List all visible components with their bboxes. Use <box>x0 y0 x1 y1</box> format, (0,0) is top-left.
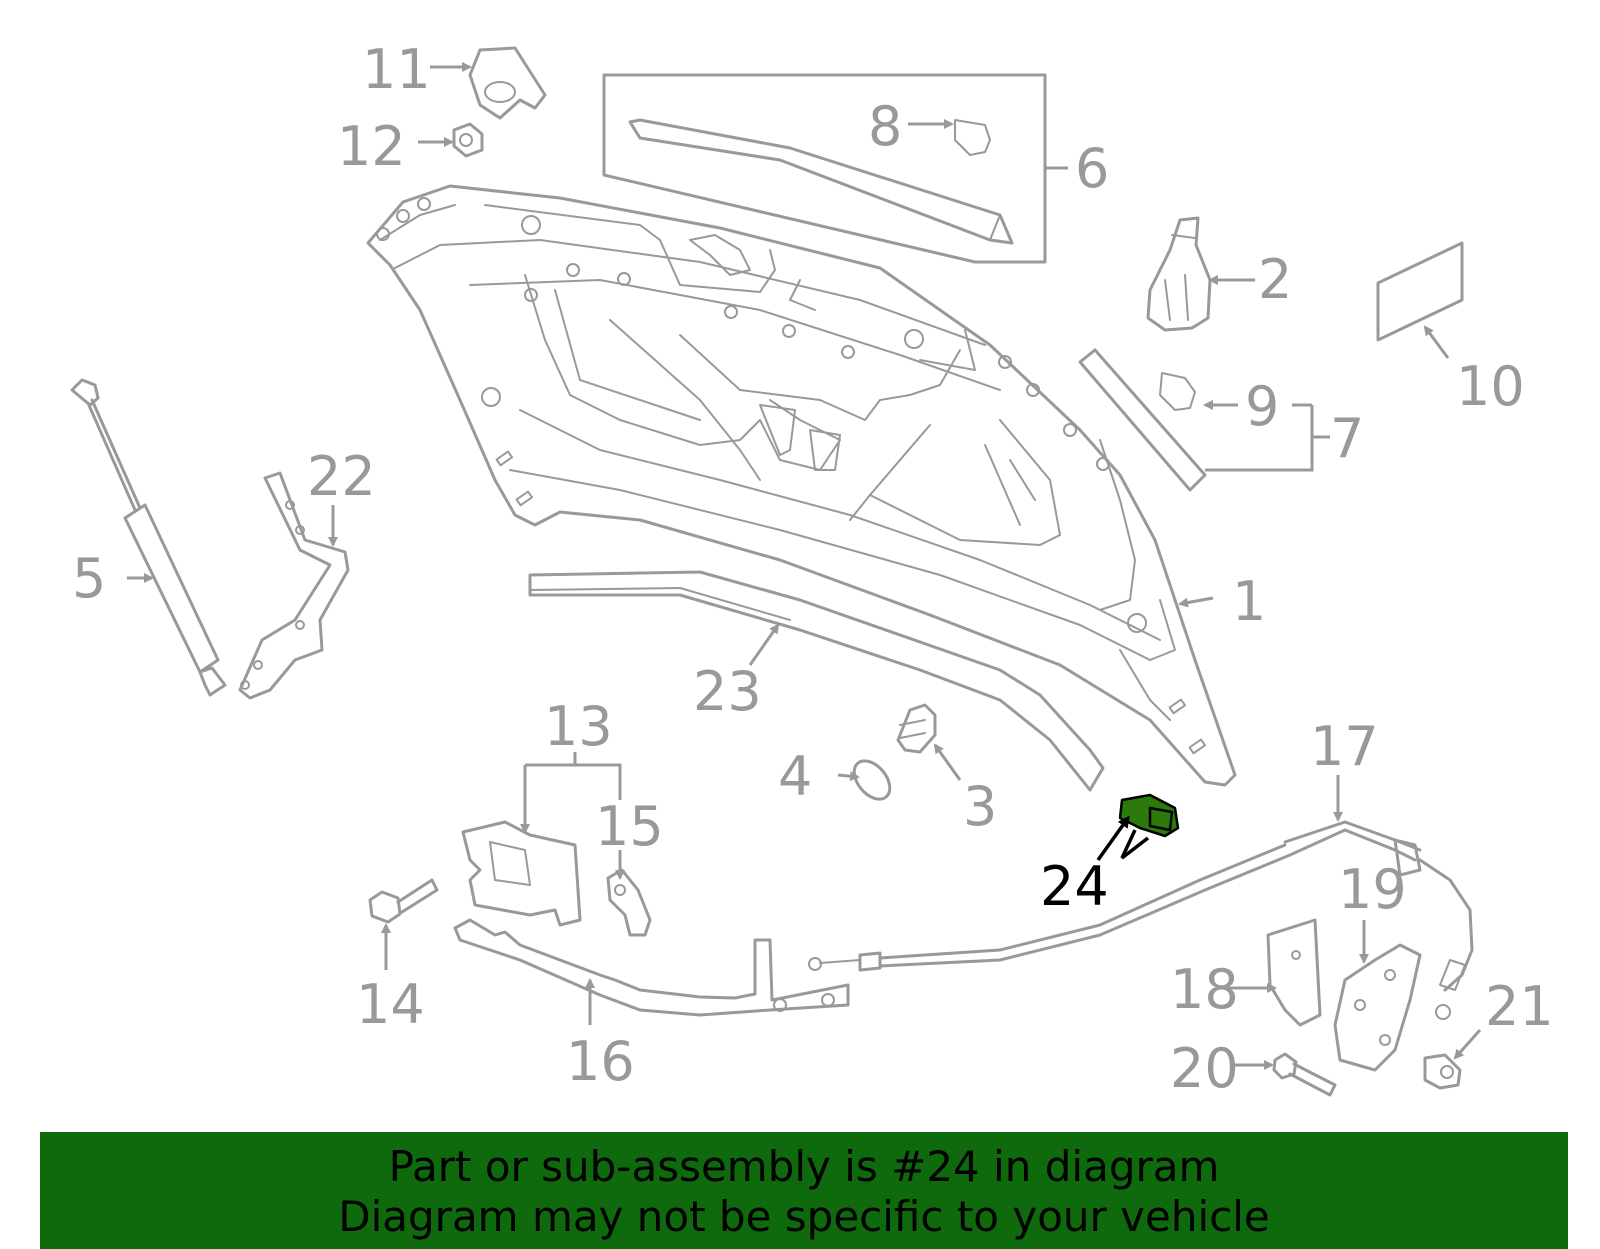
callout-23: 23 <box>693 660 762 723</box>
latch-screw <box>1272 1052 1337 1097</box>
banner-line-2: Diagram may not be specific to your vehi… <box>338 1192 1270 1241</box>
callout-14: 14 <box>356 973 425 1036</box>
callout-7: 7 <box>1330 407 1364 470</box>
hood-grommet <box>896 703 937 754</box>
o-ring <box>852 759 892 801</box>
callout-6: 6 <box>1075 137 1109 200</box>
callout-19: 19 <box>1338 858 1407 921</box>
callout-16: 16 <box>566 1030 635 1093</box>
banner-line-1: Part or sub-assembly is #24 in diagram <box>388 1142 1220 1191</box>
callout-3: 3 <box>963 775 997 838</box>
latch-bolt <box>368 878 439 924</box>
callout-22: 22 <box>307 445 376 508</box>
release-cable <box>808 820 1474 1020</box>
parts-diagram: 1 2 3 4 5 6 7 8 9 10 11 12 13 14 15 16 1… <box>70 38 1554 1100</box>
callout-18: 18 <box>1170 958 1239 1021</box>
release-lever <box>453 918 850 1017</box>
callout-21: 21 <box>1485 975 1554 1038</box>
gas-strut <box>70 378 227 697</box>
latch-striker-plate <box>1266 918 1322 1027</box>
callout-12: 12 <box>337 115 406 178</box>
callout-15: 15 <box>595 795 664 858</box>
callout-leaders <box>127 62 1482 1070</box>
hood-seal <box>528 570 1105 792</box>
hood-stop-highlighted <box>1118 793 1180 860</box>
weatherstrip-kit-box <box>602 73 1068 264</box>
weatherstrip-side <box>1078 348 1330 492</box>
hood-hinge <box>238 471 350 700</box>
latch-assembly <box>1333 943 1422 1072</box>
callout-1: 1 <box>1232 570 1266 633</box>
hood-panel <box>366 184 1237 787</box>
hood-label <box>1376 241 1464 342</box>
callout-8: 8 <box>868 95 902 158</box>
callout-labels: 1 2 3 4 5 6 7 8 9 10 11 12 13 14 15 16 1… <box>72 38 1554 1100</box>
callout-20: 20 <box>1170 1037 1239 1100</box>
info-banner: Part or sub-assembly is #24 in diagram D… <box>40 1132 1568 1249</box>
hood-latch <box>461 752 622 927</box>
callout-4: 4 <box>778 745 812 808</box>
clip-nut <box>1423 1053 1462 1090</box>
callout-2: 2 <box>1258 248 1292 311</box>
callout-9: 9 <box>1245 375 1279 438</box>
callout-13: 13 <box>544 695 613 758</box>
callout-5: 5 <box>72 547 106 610</box>
hood-bumper <box>1146 216 1212 332</box>
nut <box>452 122 484 158</box>
callout-24: 24 <box>1040 855 1109 918</box>
callout-11: 11 <box>362 38 431 101</box>
callout-10: 10 <box>1456 355 1525 418</box>
latch-clip <box>606 868 652 937</box>
callout-17: 17 <box>1310 715 1379 778</box>
hinge-bracket-small <box>468 46 547 120</box>
